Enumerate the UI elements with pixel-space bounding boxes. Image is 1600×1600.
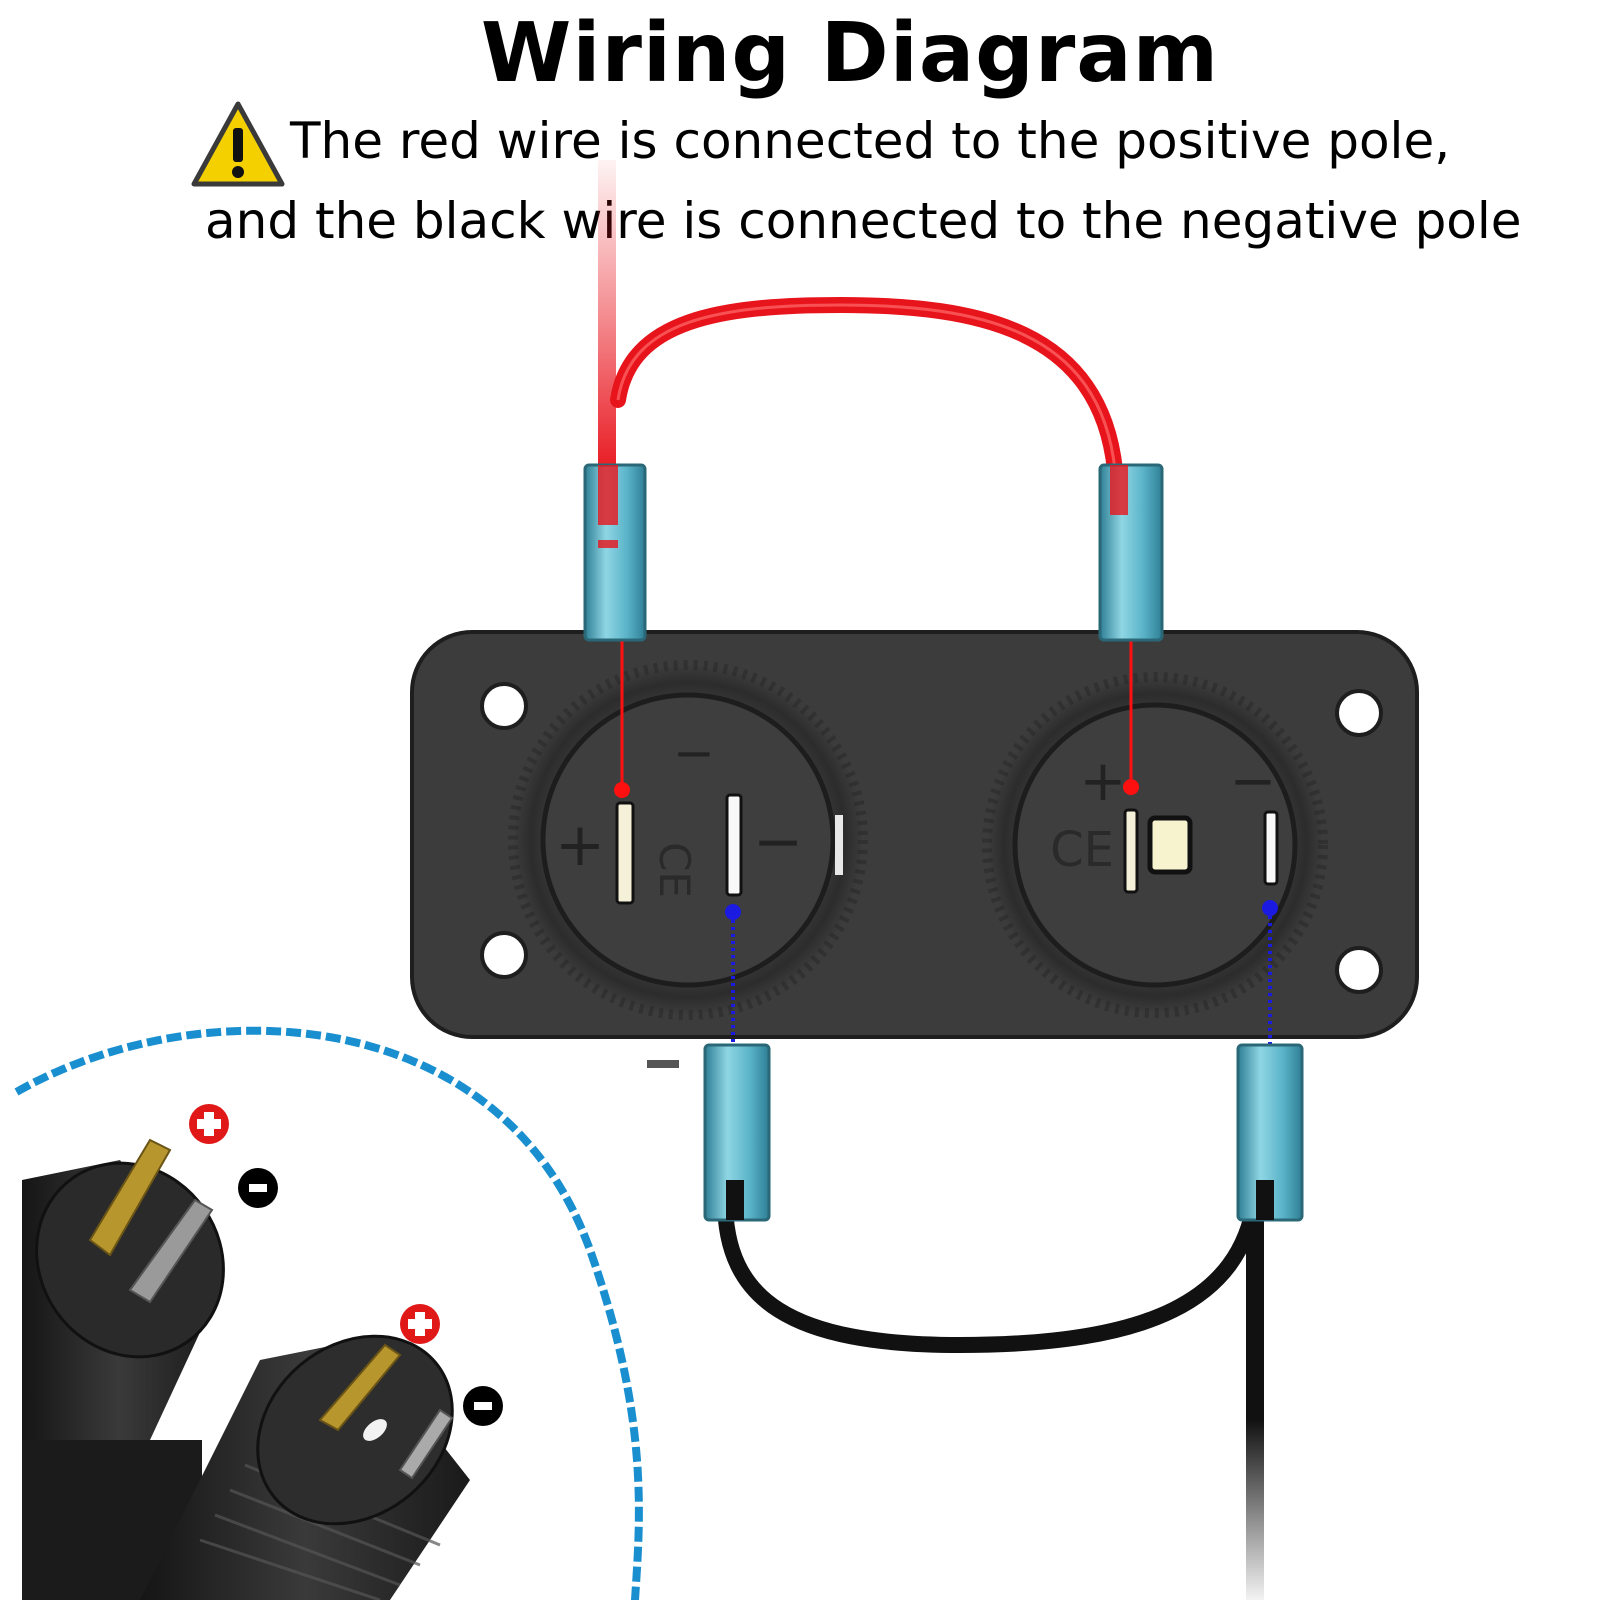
svg-text:−: − [1230, 749, 1277, 814]
negative-badge-icon [238, 1168, 278, 1208]
inset-dotted-arc [14, 1026, 643, 1600]
svg-text:CE: CE [1050, 822, 1114, 878]
svg-text:−: − [753, 807, 803, 877]
page-title: Wiring Diagram [480, 6, 1220, 101]
negative-connector-left [703, 1043, 771, 1222]
positive-badge-icon [400, 1304, 440, 1344]
negative-connector-right [1236, 1043, 1304, 1222]
svg-text:+: + [555, 810, 605, 880]
positive-connector-left [583, 463, 647, 642]
positive-connector-right [1098, 463, 1164, 642]
warning-text-line-1: The red wire is connected to the positiv… [290, 112, 1451, 170]
negative-wire [717, 1192, 1264, 1600]
warning-text-line-2: and the black wire is connected to the n… [205, 192, 1522, 250]
warning-triangle-icon [191, 101, 285, 187]
positive-terminal-markers [614, 640, 1139, 798]
mount-hole-icon [480, 682, 528, 730]
positive-wire [598, 160, 1123, 480]
mount-hole-icon [1335, 689, 1383, 737]
svg-text:−: − [673, 724, 715, 782]
mount-hole-icon [480, 931, 528, 979]
right-socket: + − CE [982, 672, 1328, 1018]
left-socket: + − − CE [508, 660, 868, 1020]
dual-socket-panel: + − − CE + − CE [410, 630, 1419, 1039]
negative-terminal-markers [725, 900, 1278, 1048]
inset-socket-rear-lower [140, 1334, 470, 1600]
svg-text:+: + [1080, 749, 1127, 814]
mount-hole-icon [1335, 946, 1383, 994]
negative-badge-icon [463, 1386, 503, 1426]
svg-text:CE: CE [650, 842, 699, 898]
positive-badge-icon [189, 1104, 229, 1144]
